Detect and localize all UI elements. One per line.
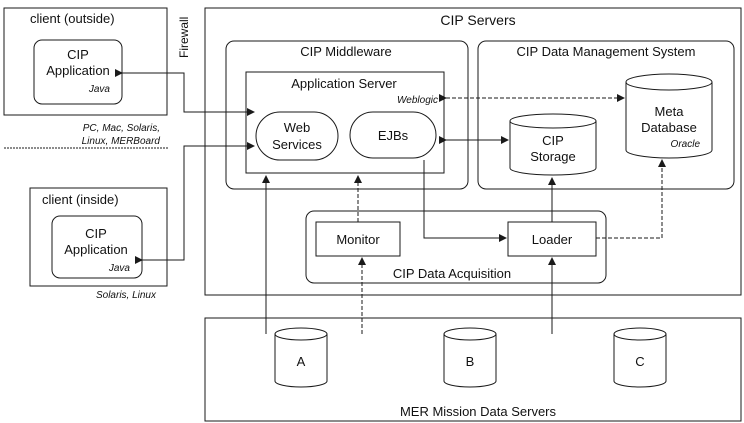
client-outside-title: client (outside) <box>30 11 115 26</box>
connector-loader-metadb <box>596 159 666 239</box>
client-outside-app-lang: Java <box>88 84 111 95</box>
client-inside-app-line1: CIP <box>85 226 107 241</box>
client-inside-title: client (inside) <box>42 192 119 207</box>
application-server-vendor: Weblogic <box>397 95 438 106</box>
database-c-cylinder <box>613 327 667 388</box>
cip-middleware-title: CIP Middleware <box>300 44 392 59</box>
database-c-label: C <box>635 354 644 369</box>
client-inside-app-lang: Java <box>108 263 131 274</box>
meta-database-vendor: Oracle <box>671 139 701 150</box>
ejbs-shape <box>349 111 437 159</box>
mission-servers-title: MER Mission Data Servers <box>400 404 557 419</box>
meta-database-line2: Database <box>641 120 697 135</box>
client-outside-app-line2: Application <box>46 63 110 78</box>
database-a-cylinder <box>274 327 328 388</box>
cip-servers-title: CIP Servers <box>440 12 515 28</box>
application-server-box <box>245 71 445 174</box>
data-management-box <box>477 40 735 190</box>
data-management-title: CIP Data Management System <box>517 44 696 59</box>
monitor-box <box>315 221 401 257</box>
application-server-title: Application Server <box>291 76 397 91</box>
client-outside-app-line1: CIP <box>67 47 89 62</box>
cip-storage-cylinder <box>509 113 597 176</box>
web-services-line1: Web <box>284 120 311 135</box>
client-inside-platforms: Solaris, Linux <box>96 290 157 301</box>
client-inside-app-line2: Application <box>64 242 128 257</box>
cip-middleware-box <box>225 40 469 190</box>
monitor-label: Monitor <box>336 232 380 247</box>
cip-storage-line2: Storage <box>530 149 576 164</box>
client-outside-box <box>3 7 168 116</box>
data-acquisition-box <box>305 210 607 284</box>
database-a-label: A <box>297 354 306 369</box>
meta-database-cylinder <box>625 73 713 159</box>
loader-box <box>507 221 597 257</box>
database-b-label: B <box>466 354 475 369</box>
firewall-label: Firewall <box>177 17 191 58</box>
ejbs-label: EJBs <box>378 128 409 143</box>
client-outside-platforms-2: Linux, MERBoard <box>82 136 161 147</box>
client-outside-platforms-1: PC, Mac, Solaris, <box>83 123 160 134</box>
connector-inside-client-web-services <box>135 142 255 264</box>
data-acquisition-title: CIP Data Acquisition <box>393 266 511 281</box>
loader-label: Loader <box>532 232 573 247</box>
mission-servers-box <box>204 317 742 422</box>
cip-storage-line1: CIP <box>542 133 564 148</box>
connector-ejbs-loader <box>423 160 507 242</box>
meta-database-line1: Meta <box>655 104 685 119</box>
connector-outside-client-web-services <box>115 69 255 116</box>
database-b-cylinder <box>443 327 497 388</box>
web-services-line2: Services <box>272 137 322 152</box>
web-services-shape <box>255 111 339 161</box>
